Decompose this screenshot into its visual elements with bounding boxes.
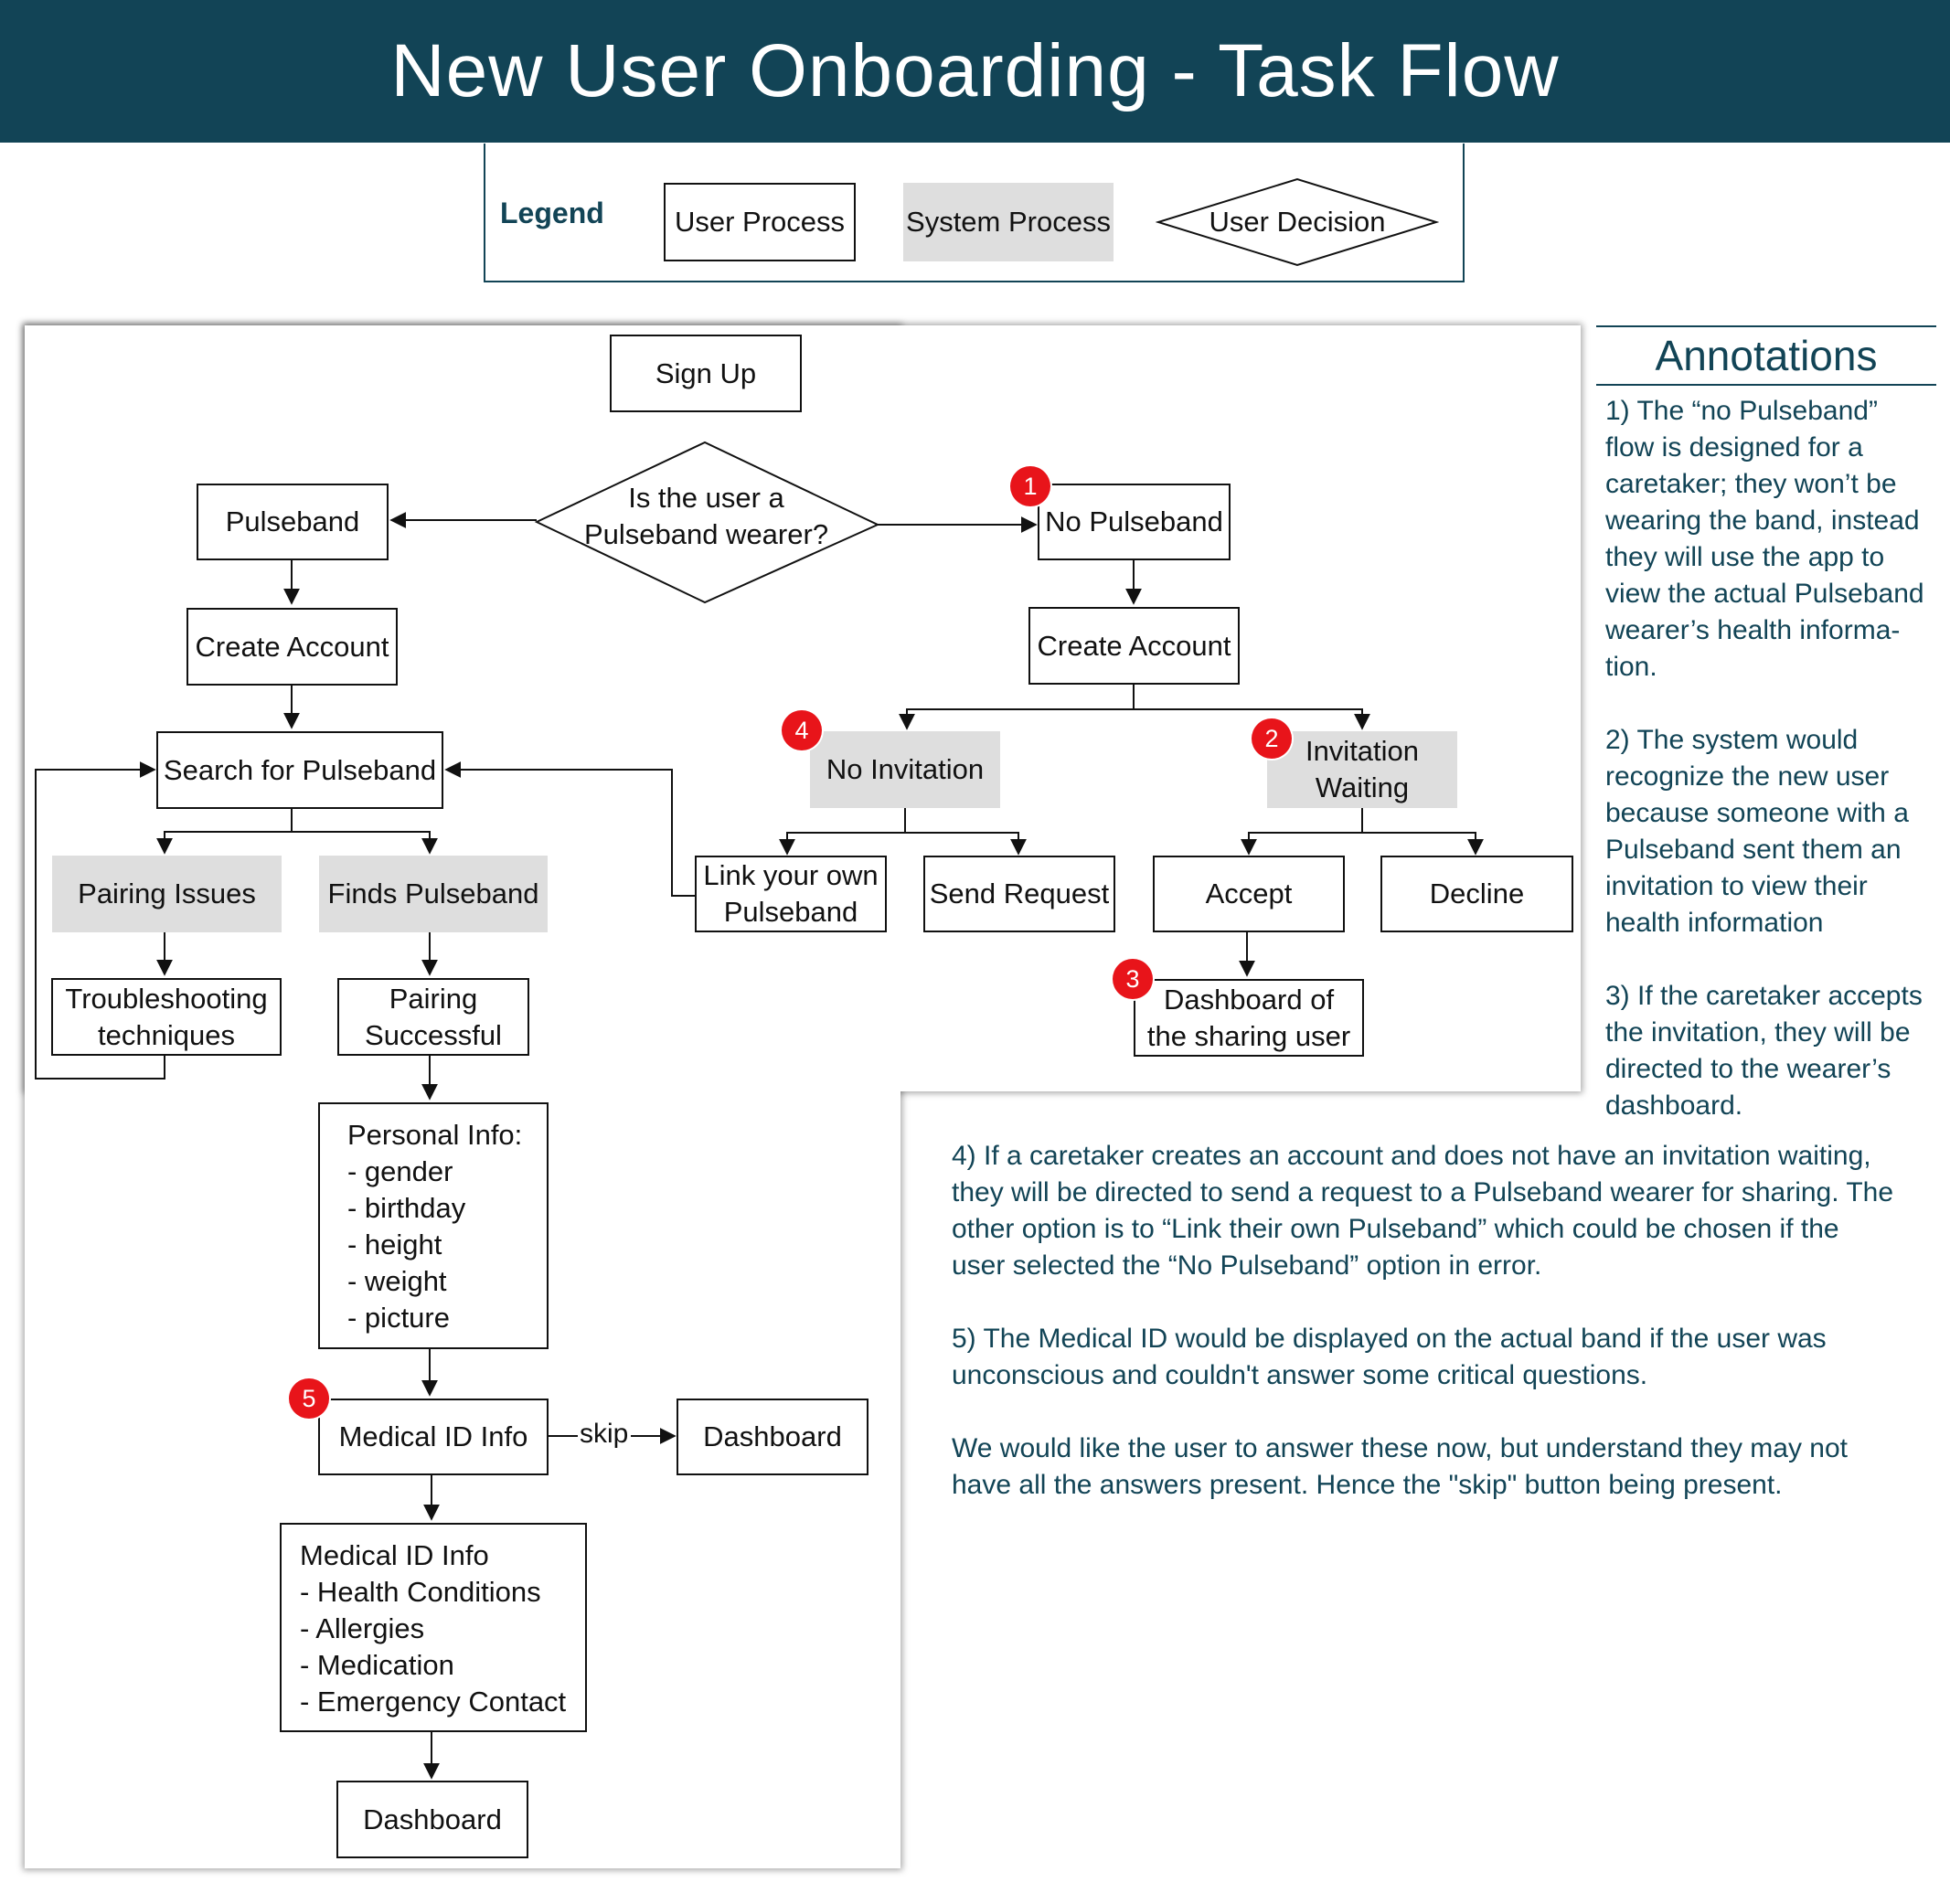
- legend: Legend User Process System Process User …: [484, 144, 1465, 282]
- legend-diamond-shape: [1155, 177, 1440, 267]
- personal-info-gender: - gender: [347, 1155, 453, 1187]
- decline-box: Decline: [1380, 856, 1573, 932]
- personal-info-title: Personal Info:: [347, 1119, 523, 1151]
- personal-info-height: - height: [347, 1229, 442, 1260]
- annotation-1: 1) The “no Pulseband” flow is designed f…: [1605, 396, 1924, 682]
- create-account-right-box: Create Account: [1028, 607, 1240, 685]
- no-pulseband-box: No Pulseband: [1038, 484, 1231, 560]
- page-title: New User Onboarding - Task Flow: [390, 29, 1560, 112]
- annotation-2: 2) The system would recognize the new us…: [1605, 725, 1909, 938]
- pairing-issues-box: Pairing Issues: [52, 856, 282, 932]
- accept-box: Accept: [1153, 856, 1345, 932]
- legend-user-decision: User Decision: [1155, 176, 1440, 268]
- finds-pulseband-box: Finds Pulseband: [319, 856, 548, 932]
- send-request-box: Send Request: [923, 856, 1115, 932]
- dashboard-skip-box: Dashboard: [677, 1399, 868, 1475]
- search-pulseband-box: Search for Pulseband: [156, 731, 443, 809]
- medical-id-box: Medical ID Info: [318, 1399, 549, 1475]
- pulseband-box: Pulseband: [197, 484, 389, 560]
- skip-label: skip: [580, 1419, 629, 1450]
- decision-diamond: [534, 441, 880, 604]
- medical-id-allergies: - Allergies: [300, 1612, 425, 1644]
- annotation-badge-3: 3: [1113, 959, 1153, 999]
- personal-info-picture: - picture: [347, 1302, 450, 1334]
- personal-info-birthday: - birthday: [347, 1192, 466, 1224]
- pairing-successful-box: Pairing Successful: [337, 978, 529, 1056]
- dashboard-final-box: Dashboard: [336, 1781, 528, 1858]
- link-own-pulseband-box: Link your own Pulseband: [695, 856, 887, 932]
- annotations-heading: Annotations: [1596, 325, 1936, 386]
- annotation-4: 4) If a caretaker creates an account and…: [952, 1141, 1894, 1281]
- personal-info-box: Personal Info: - gender - birthday - hei…: [318, 1102, 549, 1349]
- medical-id-medication: - Medication: [300, 1649, 454, 1681]
- annotation-3: 3) If the caretaker accepts the invitati…: [1605, 981, 1923, 1121]
- medical-id-health-conditions: - Health Conditions: [300, 1576, 541, 1608]
- no-invitation-box: No Invitation: [810, 731, 1000, 808]
- dashboard-sharing-box: Dashboard of the sharing user: [1134, 979, 1364, 1057]
- invitation-waiting-box: Invitation Waiting: [1267, 731, 1457, 808]
- legend-user-process: User Process: [664, 183, 856, 261]
- annotation-badge-5: 5: [289, 1378, 329, 1419]
- personal-info-weight: - weight: [347, 1265, 447, 1297]
- annotation-badge-2: 2: [1252, 718, 1292, 759]
- legend-title: Legend: [500, 197, 604, 229]
- annotation-badge-1: 1: [1010, 466, 1050, 506]
- annotation-skip-note: We would like the user to answer these n…: [952, 1433, 1849, 1500]
- annotation-badge-4: 4: [782, 710, 822, 750]
- medical-id-list-box: Medical ID Info - Health Conditions - Al…: [280, 1523, 587, 1732]
- troubleshooting-box: Troubleshooting techniques: [51, 978, 282, 1056]
- medical-id-list-title: Medical ID Info: [300, 1539, 489, 1571]
- annotation-5: 5) The Medical ID would be displayed on …: [952, 1324, 1827, 1390]
- create-account-left-box: Create Account: [186, 608, 398, 686]
- legend-system-process: System Process: [903, 183, 1114, 261]
- title-banner: New User Onboarding - Task Flow: [0, 0, 1950, 143]
- decision-label: Is the user a Pulseband wearer?: [583, 482, 829, 550]
- sign-up-box: Sign Up: [610, 335, 802, 412]
- medical-id-emergency-contact: - Emergency Contact: [300, 1686, 567, 1718]
- legend-user-decision-label: User Decision: [1209, 206, 1386, 238]
